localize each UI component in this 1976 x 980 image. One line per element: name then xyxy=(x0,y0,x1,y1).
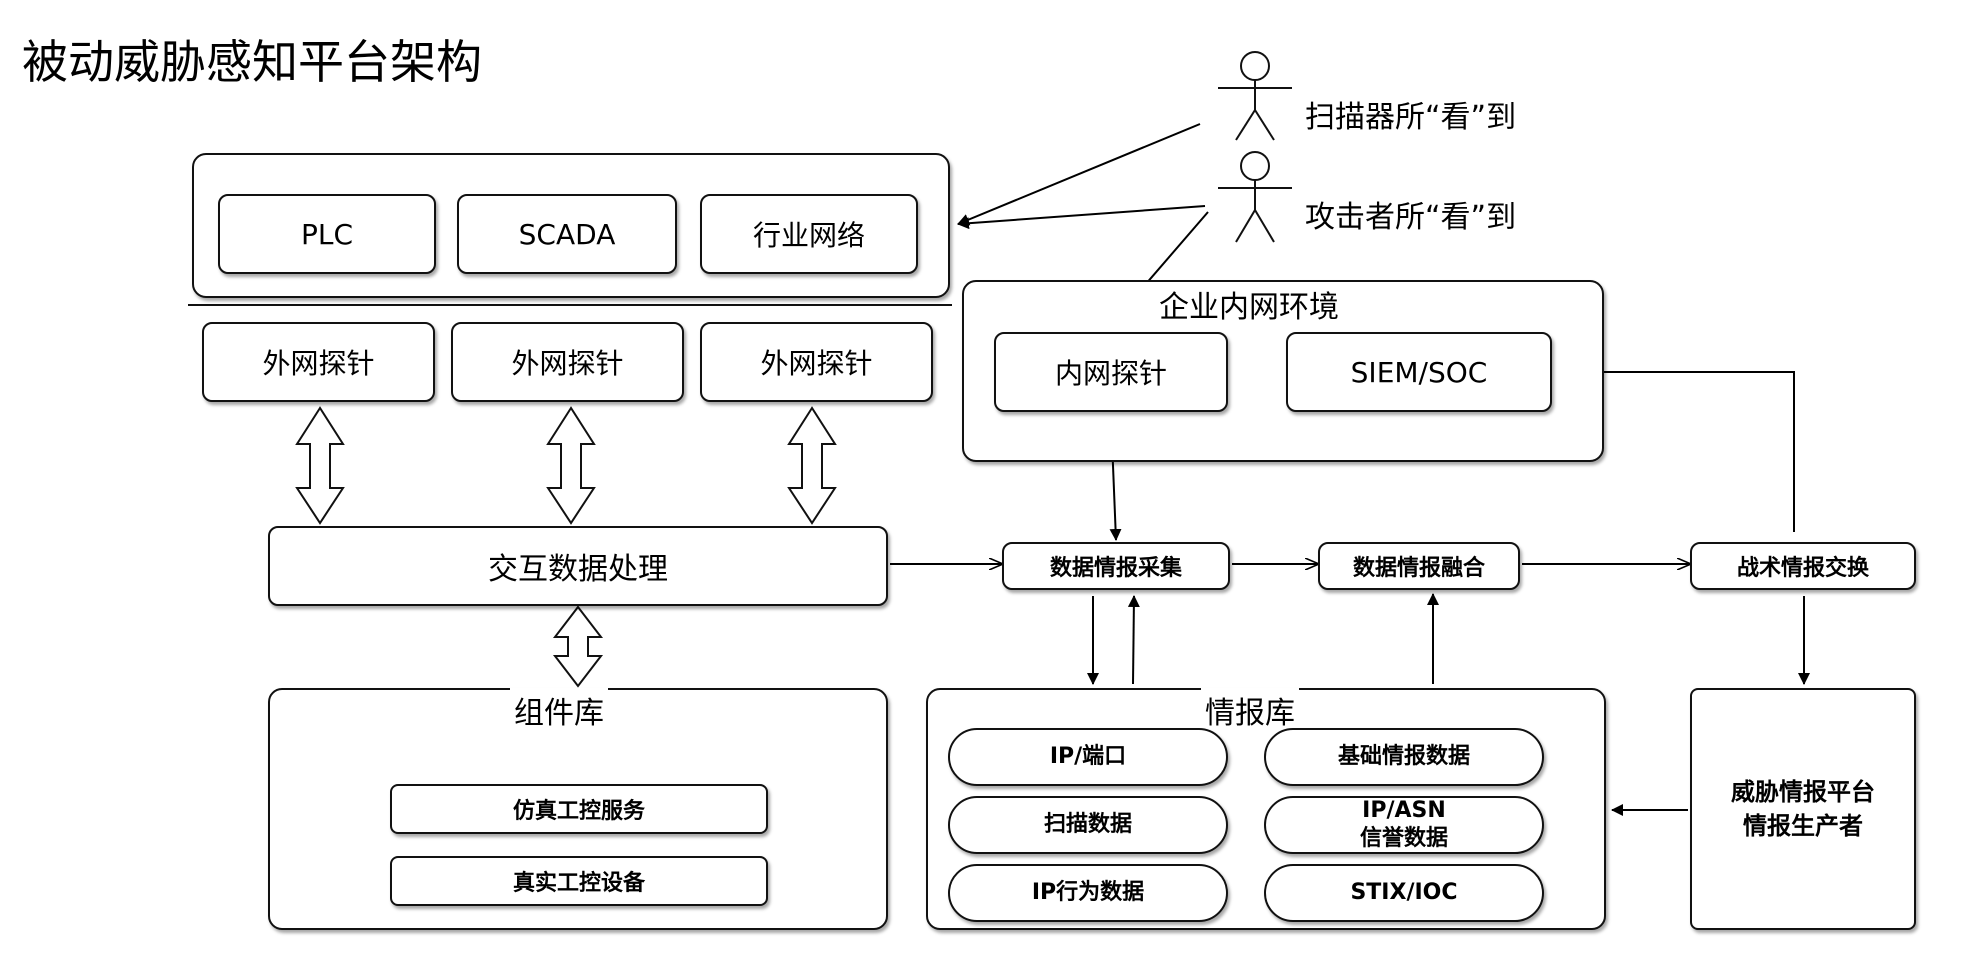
intranet-title: 企业内网环境 xyxy=(1155,282,1343,326)
intel-collection-box: 数据情报采集 xyxy=(1002,542,1230,590)
simulated-ics-service: 仿真工控服务 xyxy=(390,784,768,834)
ip-asn-line: IP/ASN xyxy=(1362,798,1446,823)
scanner-label: 扫描器所“看”到 xyxy=(1305,100,1517,135)
producer-line-1: 威胁情报平台 xyxy=(1731,778,1875,806)
tactical-intel-exchange-box: 战术情报交换 xyxy=(1690,542,1916,590)
intel-item-ip-behavior: IP行为数据 xyxy=(948,864,1228,922)
intel-item-ip-port: IP/端口 xyxy=(948,728,1228,786)
target-plc: PLC xyxy=(218,194,436,274)
attacker-actor-icon xyxy=(1218,151,1292,243)
scanner-actor-icon xyxy=(1218,51,1292,141)
target-industry-network: 行业网络 xyxy=(700,194,918,274)
external-probe-2: 外网探针 xyxy=(451,322,684,402)
external-probe-1: 外网探针 xyxy=(202,322,435,402)
intel-item-basic-intel: 基础情报数据 xyxy=(1264,728,1544,786)
real-ics-device: 真实工控设备 xyxy=(390,856,768,906)
intel-item-scan-data: 扫描数据 xyxy=(948,796,1228,854)
target-scada: SCADA xyxy=(457,194,677,274)
intranet-probe: 内网探针 xyxy=(994,332,1228,412)
attacker-label: 攻击者所“看”到 xyxy=(1305,200,1517,235)
intel-fusion-box: 数据情报融合 xyxy=(1318,542,1520,590)
producer-line-2: 情报生产者 xyxy=(1743,812,1863,840)
probe-double-arrow xyxy=(295,406,837,688)
siem-soc-box: SIEM/SOC xyxy=(1286,332,1552,412)
intel-library-title: 情报库 xyxy=(1201,688,1299,732)
component-library-title: 组件库 xyxy=(510,688,608,732)
threat-intel-producer-box: 威胁情报平台 情报生产者 xyxy=(1690,688,1916,930)
interaction-processing-box: 交互数据处理 xyxy=(268,526,888,606)
page-title: 被动威胁感知平台架构 xyxy=(22,35,482,89)
reputation-line: 信誉数据 xyxy=(1359,826,1448,851)
external-probe-3: 外网探针 xyxy=(700,322,933,402)
intel-item-stix-ioc: STIX/IOC xyxy=(1264,864,1544,922)
intel-item-ip-asn-reputation: IP/ASN 信誉数据 xyxy=(1264,796,1544,854)
